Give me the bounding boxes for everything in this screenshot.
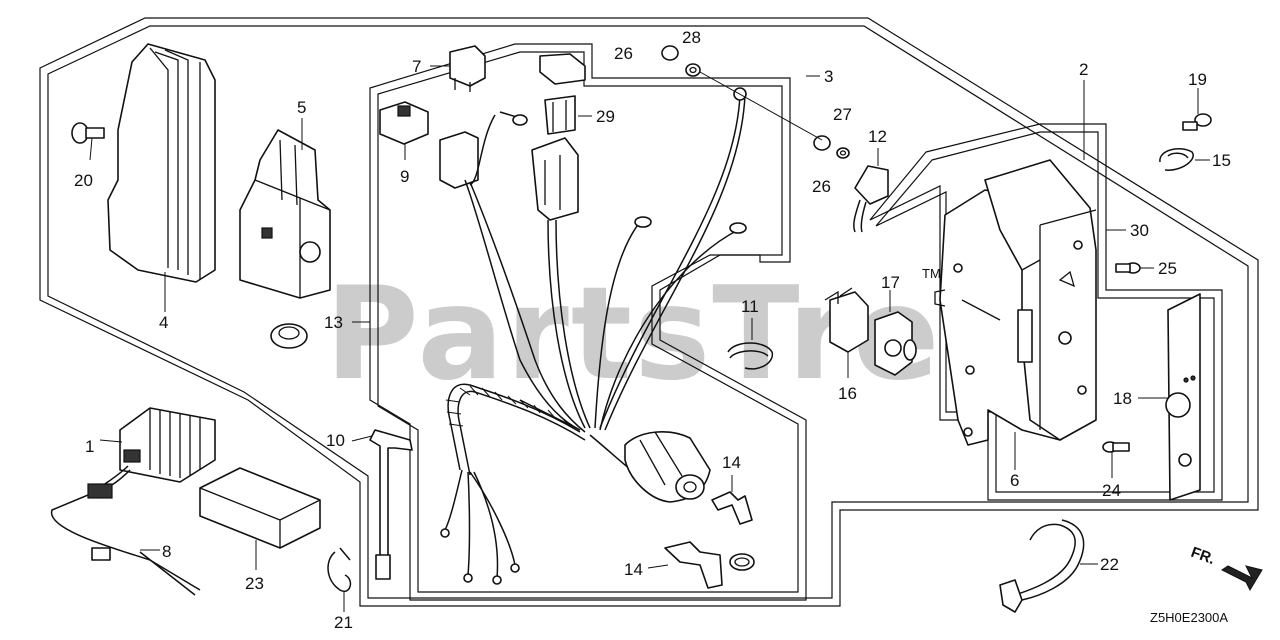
o-ring bbox=[729, 553, 755, 571]
clamp-part-11 bbox=[727, 318, 774, 370]
callout-3: 3 bbox=[824, 67, 833, 86]
bracket-boundary bbox=[869, 123, 1223, 501]
callout-11: 11 bbox=[741, 297, 759, 316]
plate-part-18 bbox=[1138, 293, 1201, 501]
harness-wires bbox=[464, 94, 746, 491]
callout-22: 22 bbox=[1100, 555, 1119, 574]
tie-strap-part-22 bbox=[999, 519, 1098, 613]
switch-part-16 bbox=[824, 287, 869, 378]
callout-7: 7 bbox=[412, 57, 421, 76]
callout-6: 6 bbox=[1010, 471, 1019, 490]
fuse-cap bbox=[539, 53, 586, 85]
callout-26-bottom: 26 bbox=[812, 177, 831, 196]
callout-13: 13 bbox=[324, 313, 343, 332]
callout-29: 29 bbox=[596, 107, 615, 126]
regulator-part-1 bbox=[99, 407, 216, 483]
washer-part-27 bbox=[836, 147, 850, 159]
callout-25: 25 bbox=[1158, 259, 1177, 278]
callout-5: 5 bbox=[297, 98, 306, 117]
callout-4: 4 bbox=[159, 313, 168, 332]
outer-boundary bbox=[39, 17, 1259, 607]
nut-part-26-bottom bbox=[813, 135, 831, 151]
nut-part-26-top bbox=[661, 45, 679, 61]
terminal-c bbox=[512, 114, 528, 126]
switch-part-17 bbox=[874, 290, 917, 376]
bolt-part-20 bbox=[71, 122, 105, 161]
fuse-holder bbox=[531, 137, 579, 221]
cap-part-9 bbox=[379, 101, 429, 160]
braided-harness bbox=[440, 383, 586, 585]
cover-part-4 bbox=[107, 43, 216, 312]
blade-terminal-b bbox=[729, 222, 747, 234]
pad-part-23 bbox=[199, 467, 321, 570]
watermark-text: PartsTree bbox=[325, 260, 1030, 409]
callout-8: 8 bbox=[162, 542, 171, 561]
callout-19: 19 bbox=[1188, 70, 1207, 89]
connector-part-7 bbox=[430, 45, 486, 92]
screw-part-24 bbox=[1102, 441, 1130, 478]
callout-2: 2 bbox=[1079, 60, 1088, 79]
case-part-5 bbox=[239, 118, 331, 299]
callout-1: 1 bbox=[85, 437, 94, 456]
callout-27: 27 bbox=[833, 105, 852, 124]
callout-30: 30 bbox=[1130, 221, 1149, 240]
fuse-part-29 bbox=[544, 95, 592, 135]
key-part-14-upper bbox=[711, 475, 753, 525]
plug-connector bbox=[439, 131, 479, 189]
starter-solenoid bbox=[624, 431, 711, 503]
callout-14-upper: 14 bbox=[722, 453, 741, 472]
callout-28: 28 bbox=[682, 28, 701, 47]
key-part-14-lower bbox=[647, 541, 723, 589]
harness-boundary bbox=[369, 43, 807, 601]
blade-terminal-a bbox=[634, 216, 652, 228]
leader-26-28 bbox=[699, 71, 823, 141]
front-label: FR. bbox=[1189, 544, 1218, 568]
trademark-mark: TM bbox=[922, 266, 941, 281]
callout-17: 17 bbox=[881, 273, 900, 292]
clip-part-21 bbox=[327, 547, 352, 612]
callout-labels: 1 2 3 4 5 6 7 8 9 10 11 12 13 14 14 15 1… bbox=[74, 28, 1231, 632]
clip-part-15 bbox=[1159, 148, 1210, 171]
callout-15: 15 bbox=[1212, 151, 1231, 170]
callout-16: 16 bbox=[838, 384, 857, 403]
callout-24: 24 bbox=[1102, 481, 1121, 500]
diagram-code: Z5H0E2300A bbox=[1150, 610, 1228, 625]
callout-26-top: 26 bbox=[614, 44, 633, 63]
callout-10: 10 bbox=[326, 431, 345, 450]
callout-14-lower: 14 bbox=[624, 560, 643, 579]
callout-23: 23 bbox=[245, 574, 264, 593]
front-direction-arrow: FR. bbox=[1189, 544, 1263, 592]
grommet bbox=[270, 323, 308, 349]
part-12 bbox=[853, 148, 889, 233]
leader-lines bbox=[352, 75, 1126, 323]
callout-12: 12 bbox=[868, 127, 887, 146]
callout-18: 18 bbox=[1113, 389, 1132, 408]
control-box-part-2 bbox=[984, 80, 1097, 441]
rod-part-10 bbox=[351, 429, 413, 580]
callout-9: 9 bbox=[400, 167, 409, 186]
callout-21: 21 bbox=[334, 613, 353, 632]
bolt-part-19 bbox=[1182, 88, 1212, 131]
washer-part-28 bbox=[685, 63, 701, 77]
callout-20: 20 bbox=[74, 171, 93, 190]
wire-part-8 bbox=[51, 465, 201, 596]
screw-part-25 bbox=[1115, 262, 1154, 274]
